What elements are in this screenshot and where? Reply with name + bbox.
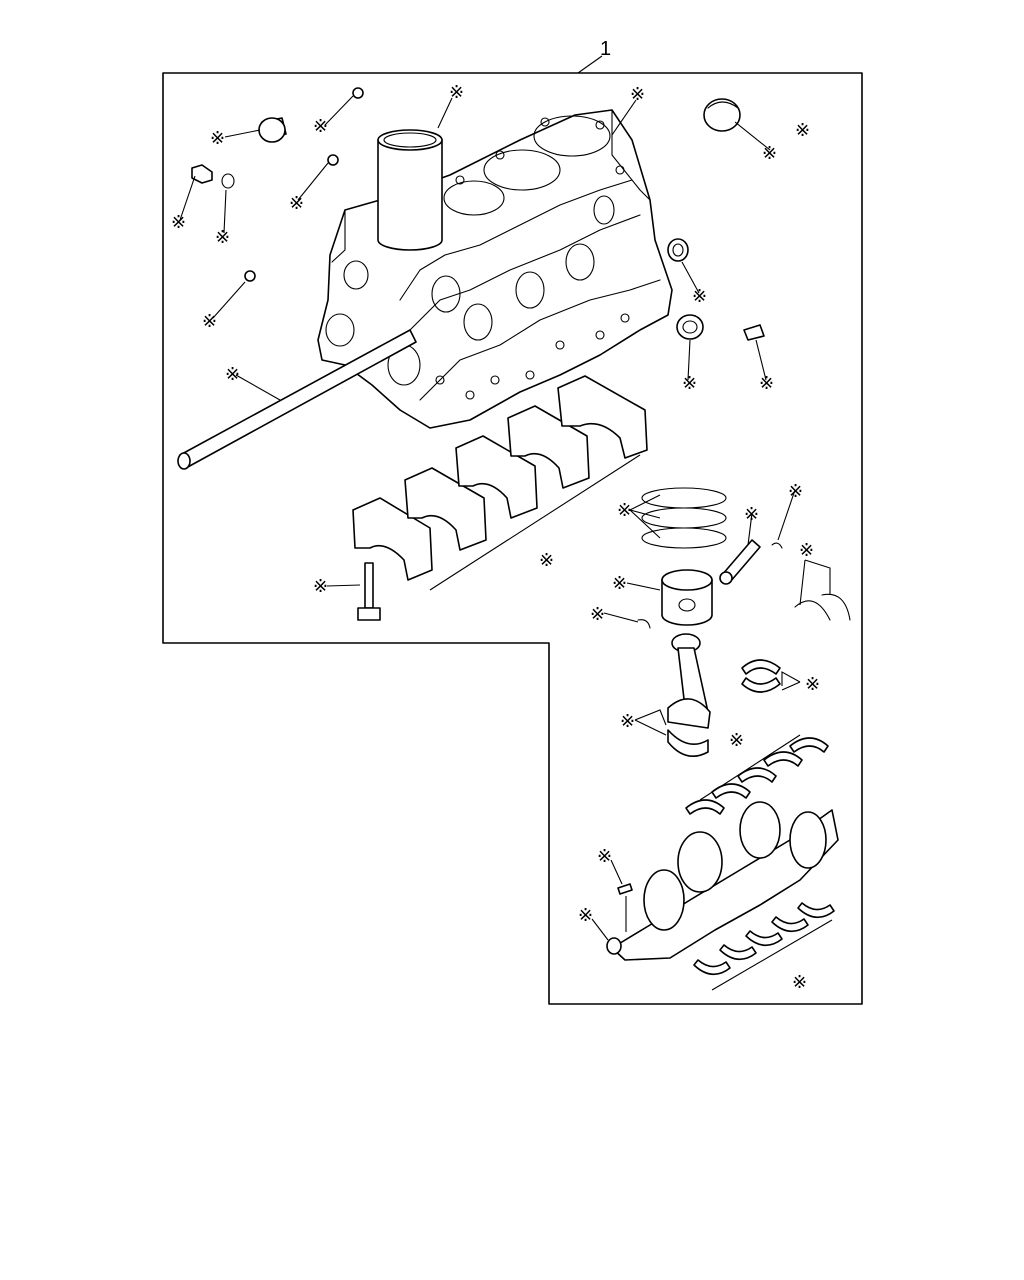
part-marker: ※	[617, 500, 632, 521]
crankshaft-key	[617, 883, 633, 895]
part-marker: ※	[795, 120, 810, 141]
piston-pin-snap-ring-right	[771, 542, 783, 549]
part-marker: ※	[788, 481, 803, 502]
part-marker: ※	[313, 576, 328, 597]
part-marker: ※	[171, 212, 186, 233]
oil-seal-upper	[667, 238, 689, 262]
connecting-rod	[667, 633, 711, 729]
part-marker: ※	[539, 550, 554, 571]
part-marker: ※	[612, 573, 627, 594]
piston-pin	[719, 539, 761, 585]
part-marker: ※	[313, 116, 328, 137]
main-bearing-cap-2	[404, 467, 487, 551]
part-marker: ※	[682, 373, 697, 394]
dowel-pin-mid	[327, 154, 339, 166]
piston-pin-snap-ring-left	[637, 619, 651, 629]
connecting-rod-cap	[667, 729, 709, 758]
dowel-pin-top	[352, 87, 364, 99]
main-bearing-cap-bolt	[357, 562, 381, 621]
cylinder-liner	[377, 129, 443, 251]
part-marker: ※	[692, 286, 707, 307]
part-marker: ※	[597, 846, 612, 867]
assembly-callout-number: 1	[600, 38, 611, 60]
part-markers: ※ ※ ※ ※ ※ ※ ※ ※ ※ ※ ※ ※ ※ ※ ※ ※ ※ ※ ※ ※ …	[171, 82, 820, 993]
main-bearing-cap-5	[557, 375, 648, 459]
assembly-callout-leader	[577, 55, 603, 74]
part-marker: ※	[805, 674, 820, 695]
part-marker: ※	[225, 364, 240, 385]
part-marker: ※	[289, 193, 304, 214]
drain-bolt	[191, 164, 213, 184]
assembly-kit-outline	[162, 72, 863, 1005]
drain-washer	[221, 173, 235, 189]
main-bearing-caps	[352, 375, 648, 591]
part-marker: ※	[620, 711, 635, 732]
part-marker: ※	[210, 128, 225, 149]
part-marker: ※	[449, 82, 464, 103]
expansion-plug-left	[258, 117, 287, 143]
part-marker: ※	[729, 730, 744, 751]
oil-seal-lower	[676, 314, 704, 340]
part-marker: ※	[762, 143, 777, 164]
dowel-pin-low	[244, 270, 256, 282]
part-marker: ※	[578, 905, 593, 926]
main-bearings-lower	[693, 902, 835, 991]
straight-pin	[743, 324, 765, 341]
piston-rings	[641, 487, 727, 549]
part-marker: ※	[590, 604, 605, 625]
part-marker: ※	[799, 540, 814, 561]
part-marker: ※	[202, 311, 217, 332]
main-bearings-upper	[685, 734, 829, 815]
camshaft-rod	[177, 329, 417, 470]
piston	[661, 569, 713, 626]
cylinder-block	[317, 109, 673, 429]
part-marker: ※	[630, 84, 645, 105]
part-marker: ※	[759, 373, 774, 394]
part-marker: ※	[215, 227, 230, 248]
expansion-plug-right	[703, 98, 741, 132]
thrust-washers	[794, 593, 851, 621]
crankshaft	[606, 801, 839, 961]
connecting-rod-bearings	[741, 659, 781, 693]
leader-lines	[179, 95, 831, 941]
part-marker: ※	[792, 972, 807, 993]
